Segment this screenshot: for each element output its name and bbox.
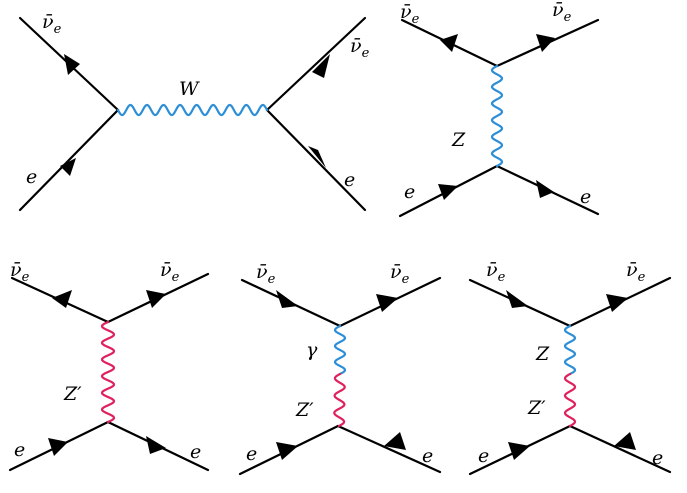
diagram-t-channel-z-zprime: ν̄e ν̄e e e Z Z′ xyxy=(468,259,672,476)
label-top-left: ν̄e xyxy=(10,259,30,285)
arrow-bottom-left xyxy=(48,438,68,456)
z-boson-propagator xyxy=(563,324,577,376)
zprime-boson-propagator xyxy=(563,372,577,428)
label-bottom-left: e xyxy=(26,166,37,188)
gamma-boson-propagator xyxy=(333,324,347,376)
label-boson-upper: γ xyxy=(306,339,318,361)
label-boson-upper: Z xyxy=(535,343,550,365)
arrow-bottom-right xyxy=(146,436,166,454)
arrow-top-left xyxy=(64,54,80,75)
label-bottom-right: e xyxy=(344,169,355,191)
label-top-right: ν̄e xyxy=(626,259,646,285)
fermion-line-top-right xyxy=(265,16,367,112)
label-top-right: ν̄e xyxy=(160,259,180,285)
arrow-top-right xyxy=(606,294,628,312)
diagram-t-channel-z: ν̄e ν̄e e e Z xyxy=(398,0,600,218)
fermion-line-bottom-right xyxy=(568,424,672,474)
zprime-boson-propagator xyxy=(100,320,116,424)
arrow-bottom-right xyxy=(614,432,636,450)
label-top-left: ν̄e xyxy=(256,261,276,287)
fermion-line-bottom-right xyxy=(336,424,442,474)
diagram-s-channel-w: ν̄e ν̄e e e W xyxy=(18,11,370,212)
diagram-t-channel-zprime: ν̄e ν̄e e e Z′ xyxy=(8,259,210,472)
arrow-top-right xyxy=(536,34,555,52)
label-bottom-left: e xyxy=(246,443,257,465)
label-top-right: ν̄e xyxy=(552,0,572,25)
arrow-top-left xyxy=(506,290,528,308)
label-boson: Z′ xyxy=(63,383,82,405)
arrow-bottom-right xyxy=(308,146,326,168)
zprime-boson-propagator xyxy=(333,372,346,428)
diagram-t-channel-gamma-zprime: ν̄e ν̄e e e γ Z′ xyxy=(238,261,442,476)
arrow-bottom-left xyxy=(508,442,530,460)
arrow-top-right xyxy=(146,290,166,308)
z-boson-propagator xyxy=(490,64,504,168)
label-bottom-right: e xyxy=(652,447,663,469)
fermion-line-bottom-left xyxy=(18,108,120,212)
label-bottom-left: e xyxy=(14,439,25,461)
arrow-top-right xyxy=(376,294,398,312)
arrow-bottom-left xyxy=(276,442,298,460)
arrow-top-left xyxy=(276,290,298,308)
label-bottom-left: e xyxy=(478,445,489,467)
arrow-top-left xyxy=(52,290,72,308)
label-boson: W xyxy=(179,78,200,100)
label-bottom-left: e xyxy=(404,181,415,203)
label-bottom-right: e xyxy=(190,441,201,463)
label-top-right: ν̄e xyxy=(390,261,410,287)
arrow-bottom-left xyxy=(60,158,76,176)
label-boson-lower: Z′ xyxy=(527,397,546,419)
label-top-left: ν̄e xyxy=(42,11,62,37)
fermion-line-bottom-right xyxy=(265,108,367,212)
label-boson: Z xyxy=(451,129,466,151)
label-top-right: ν̄e xyxy=(350,35,370,61)
label-bottom-right: e xyxy=(580,186,591,208)
w-boson-propagator xyxy=(116,103,269,117)
arrow-bottom-right xyxy=(384,432,406,450)
label-top-left: ν̄e xyxy=(486,259,506,285)
label-top-left: ν̄e xyxy=(400,1,420,27)
arrow-top-right xyxy=(312,54,330,78)
label-boson-lower: Z′ xyxy=(295,399,314,421)
label-bottom-right: e xyxy=(422,445,433,467)
arrow-bottom-right xyxy=(536,180,554,198)
arrow-bottom-left xyxy=(438,184,458,200)
arrow-top-left xyxy=(440,34,458,52)
